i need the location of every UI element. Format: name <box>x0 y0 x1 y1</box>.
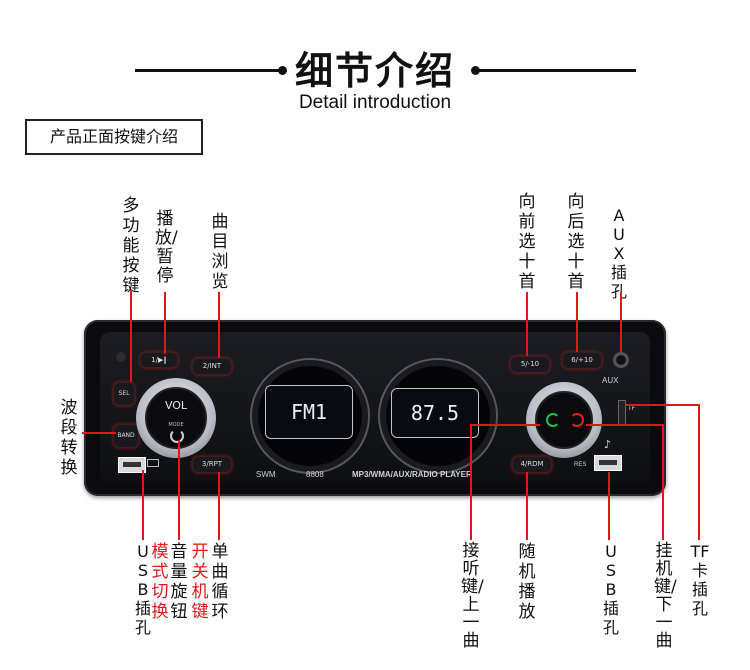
volume-knob[interactable]: VOL MODE <box>136 378 216 458</box>
label-usb-left: USB插孔 <box>134 542 151 637</box>
volume-knob-center: VOL MODE <box>145 387 207 449</box>
leader-random <box>526 472 528 540</box>
label-album-browse: 曲目浏览 <box>211 212 229 292</box>
leader-tf-h <box>626 404 700 406</box>
usb-port-right[interactable] <box>594 455 622 471</box>
leader-usb-right <box>608 472 610 540</box>
leader-multi-function <box>130 290 132 382</box>
button-next-10-text: 6/+10 <box>571 356 593 364</box>
mode-text: MODE <box>168 422 184 428</box>
vol-text: VOL <box>164 399 188 412</box>
button-prev-10-text: 5/-10 <box>520 360 540 368</box>
button-int-text: 2/INT <box>202 362 222 370</box>
res-label: RES <box>574 462 587 468</box>
label-single-repeat: 单曲循环 <box>211 542 229 622</box>
mic-icon <box>116 352 126 362</box>
display-right-screen: 87.5 <box>391 388 479 438</box>
label-multi-function: 多功能按键 <box>122 196 140 296</box>
leader-play-pause <box>164 292 166 354</box>
label-band-switch: 波段转换 <box>60 398 78 478</box>
label-random-play: 随机播放 <box>518 542 536 622</box>
display-left-screen: FM1 <box>265 385 353 439</box>
leader-answer-v <box>470 424 472 540</box>
button-int[interactable]: 2/INT <box>192 358 232 375</box>
track-knob[interactable] <box>526 382 602 458</box>
player-label: MP3/WMA/AUX/RADIO PLAYER <box>352 470 472 479</box>
label-hangup-next: 挂机键/下一曲 <box>654 541 677 651</box>
button-sel[interactable]: SEL <box>113 382 135 406</box>
leader-aux <box>620 292 622 352</box>
tf-slot[interactable] <box>618 400 626 426</box>
leader-album-browse <box>218 292 220 358</box>
label-next-10: 向后选十首 <box>567 192 585 292</box>
label-usb-right: USB插孔 <box>602 542 619 637</box>
button-rpt-text: 3/RPT <box>201 460 223 468</box>
label-volume-knob: 音量旋钮 <box>170 542 188 622</box>
leader-usb-left <box>142 470 144 540</box>
music-note-icon: ♪ <box>604 438 612 451</box>
leader-tf-v <box>698 404 700 540</box>
label-prev-10: 向前选十首 <box>518 192 536 292</box>
label-answer-prev: 接听键/上一曲 <box>461 541 484 651</box>
section-label: 产品正面按键介绍 <box>25 119 203 155</box>
leader-prev-10 <box>526 292 528 356</box>
brand-label: SWM <box>256 470 276 479</box>
model-label: 8808 <box>306 470 324 479</box>
answer-icon <box>546 413 560 427</box>
page-title: 细节介绍 <box>294 49 455 93</box>
label-mode-switch: 模式切换 <box>151 542 169 622</box>
label-play-pause: 播放/暂停 <box>155 209 178 286</box>
leader-band <box>82 432 116 434</box>
label-aux-port: AUX插孔 <box>610 206 627 301</box>
page-subtitle: Detail introduction <box>298 92 452 113</box>
button-rdm[interactable]: 4/RDM <box>512 456 552 473</box>
button-play-pause[interactable]: 1/▶‖ <box>140 352 178 368</box>
label-tf-slot: TF卡插孔 <box>690 542 710 618</box>
display-right-text: 87.5 <box>410 401 460 425</box>
power-icon <box>170 429 184 443</box>
tf-label: TF <box>628 406 636 412</box>
leader-next-10 <box>576 292 578 352</box>
usb-port-left[interactable] <box>118 457 146 473</box>
display-left-text: FM1 <box>290 400 328 424</box>
aux-label: AUX <box>602 376 619 385</box>
track-knob-center <box>535 391 593 449</box>
button-rpt[interactable]: 3/RPT <box>192 456 232 473</box>
leader-volume <box>178 440 180 540</box>
header-line-right <box>476 69 636 72</box>
button-band[interactable]: BAND <box>113 424 139 448</box>
label-power-key: 开关机键 <box>191 542 209 622</box>
battery-icon <box>147 459 159 467</box>
button-prev-10[interactable]: 5/-10 <box>510 356 550 373</box>
button-sel-text: SEL <box>118 390 130 397</box>
button-rdm-text: 4/RDM <box>520 460 544 468</box>
header-dot-right <box>471 66 480 75</box>
hangup-icon <box>570 413 584 427</box>
header-dot-left <box>278 66 287 75</box>
leader-answer-h <box>470 424 540 426</box>
leader-hangup-h <box>586 424 663 426</box>
leader-hangup-v <box>662 424 664 540</box>
button-play-pause-text: 1/▶‖ <box>151 356 167 364</box>
header-line-left <box>135 69 280 72</box>
button-next-10[interactable]: 6/+10 <box>562 352 602 369</box>
aux-jack[interactable] <box>613 352 629 368</box>
button-band-text: BAND <box>117 432 135 439</box>
leader-rpt <box>218 472 220 540</box>
